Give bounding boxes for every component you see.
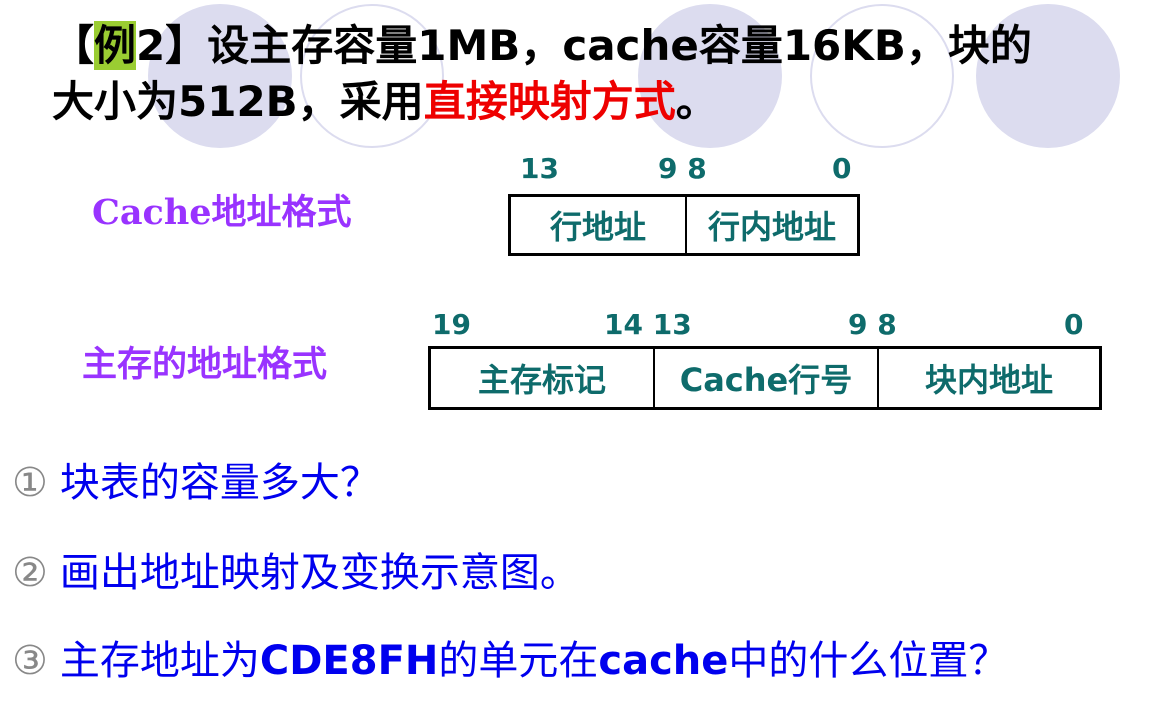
bit-index: 9 8 xyxy=(848,308,897,341)
example-label: 例 xyxy=(94,21,137,70)
decor-circle xyxy=(976,4,1120,148)
address-value: CDE8FH xyxy=(259,638,439,684)
cache-line-address-field: 行地址 xyxy=(511,197,687,253)
statement-line1: 设主存容量1MB，cache容量16KB，块的 xyxy=(207,21,1032,70)
question-text: 主存地址为 xyxy=(59,638,260,684)
bit-index: 13 xyxy=(520,152,559,185)
bit-index: 14 13 xyxy=(604,308,692,341)
block-offset-field: 块内地址 xyxy=(924,361,1053,399)
problem-statement: 【例2】设主存容量1MB，cache容量16KB，块的 大小为512B，采用直接… xyxy=(52,18,1112,130)
cache-address-box: 行地址 行内地址 xyxy=(508,194,860,256)
question-number: ① xyxy=(12,460,48,506)
question-text: 的单元在 xyxy=(438,638,599,684)
bit-index: 0 xyxy=(1064,308,1084,341)
bracket-open: 【 xyxy=(52,21,95,70)
memory-format-label: 主存的地址格式 xyxy=(82,345,328,385)
decor-circle xyxy=(300,4,444,148)
cache-format-label: Cache地址格式 xyxy=(92,192,352,233)
statement-line2: 大小为512B，采用 xyxy=(52,77,424,126)
bit-index: 19 xyxy=(432,308,471,341)
memory-tag-field: 主存标记 xyxy=(431,349,655,407)
bit-index: 0 xyxy=(832,152,852,185)
cache-word: cache xyxy=(598,638,729,684)
decor-circle xyxy=(810,4,954,148)
mapping-method: 直接映射方式 xyxy=(423,77,676,126)
decor-circle xyxy=(638,4,782,148)
question-text: 块表的容量多大？ xyxy=(59,460,380,506)
cache-line-number-field: Cache行号 xyxy=(655,349,879,407)
cache-offset-field: 行内地址 xyxy=(707,208,836,246)
question-text: 画出地址映射及变换示意图。 xyxy=(59,550,580,596)
example-number: 2 xyxy=(136,21,166,70)
memory-address-box: 主存标记 Cache行号 块内地址 xyxy=(428,346,1102,410)
question-number: ③ xyxy=(12,638,48,684)
decor-circle xyxy=(148,4,292,148)
bit-index: 9 8 xyxy=(658,152,707,185)
statement-period: 。 xyxy=(675,77,718,126)
bracket-close: 】 xyxy=(165,21,208,70)
question-number: ② xyxy=(12,550,48,596)
question-text: 中的什么位置？ xyxy=(728,638,1009,684)
